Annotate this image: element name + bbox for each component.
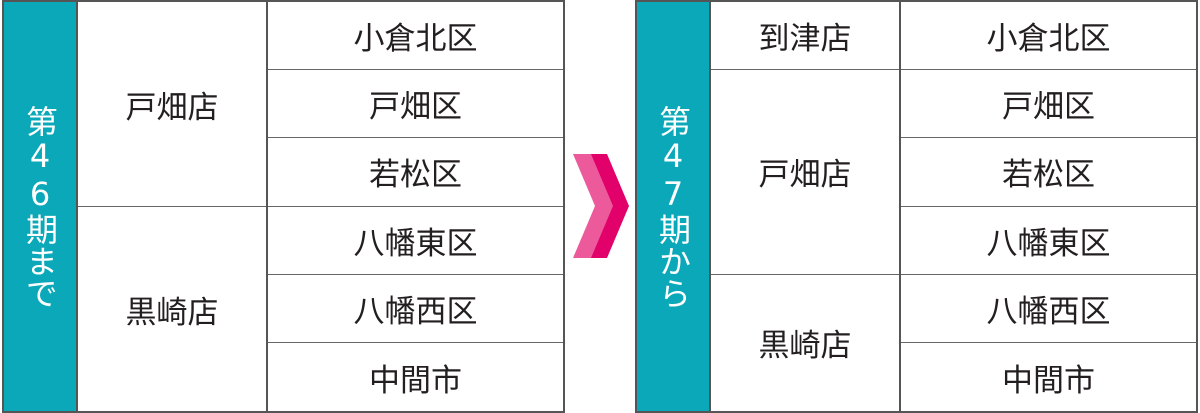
area-column-before: 小倉北区 戸畑区 若松区 八幡東区 八幡西区 中間市 <box>268 2 563 411</box>
period-label-before: 第46期まで <box>4 2 78 411</box>
area-cell: 八幡西区 <box>268 275 563 343</box>
period-label-after: 第47期から <box>637 2 711 411</box>
store-column-before: 戸畑店 黒崎店 <box>78 2 268 411</box>
area-cell: 小倉北区 <box>901 2 1196 71</box>
area-column-after: 小倉北区 戸畑区 若松区 八幡東区 八幡西区 中間市 <box>901 2 1196 411</box>
period-label-before-text: 第46期まで <box>21 104 59 309</box>
area-cell: 小倉北区 <box>268 2 563 71</box>
area-cell: 戸畑区 <box>901 70 1196 139</box>
store-cell: 戸畑店 <box>78 2 266 207</box>
arrow-chevron-dark <box>591 154 629 258</box>
area-cell: 若松区 <box>901 138 1196 207</box>
area-cell: 八幡東区 <box>901 207 1196 275</box>
area-cell: 中間市 <box>1002 362 1095 399</box>
area-cell: 戸畑区 <box>268 70 563 139</box>
store-column-after: 到津店 戸畑店 黒崎店 <box>711 2 901 411</box>
before-panel: 第46期まで 戸畑店 黒崎店 小倉北区 戸畑区 若松区 八幡東区 八幡西区 中間… <box>2 0 565 413</box>
area-cell: 中間市 <box>369 362 462 399</box>
area-cell: 八幡東区 <box>268 207 563 275</box>
store-cell: 黒崎店 <box>758 328 852 365</box>
period-label-after-text: 第47期から <box>654 104 692 309</box>
area-cell: 若松区 <box>268 138 563 207</box>
after-panel: 第47期から 到津店 戸畑店 黒崎店 小倉北区 戸畑区 若松区 八幡東区 八幡西… <box>635 0 1198 413</box>
store-cell: 戸畑店 <box>711 70 899 275</box>
store-cell: 到津店 <box>711 2 899 71</box>
store-cell: 黒崎店 <box>125 294 219 331</box>
transition-arrow-icon <box>573 154 629 258</box>
area-cell: 八幡西区 <box>901 275 1196 343</box>
